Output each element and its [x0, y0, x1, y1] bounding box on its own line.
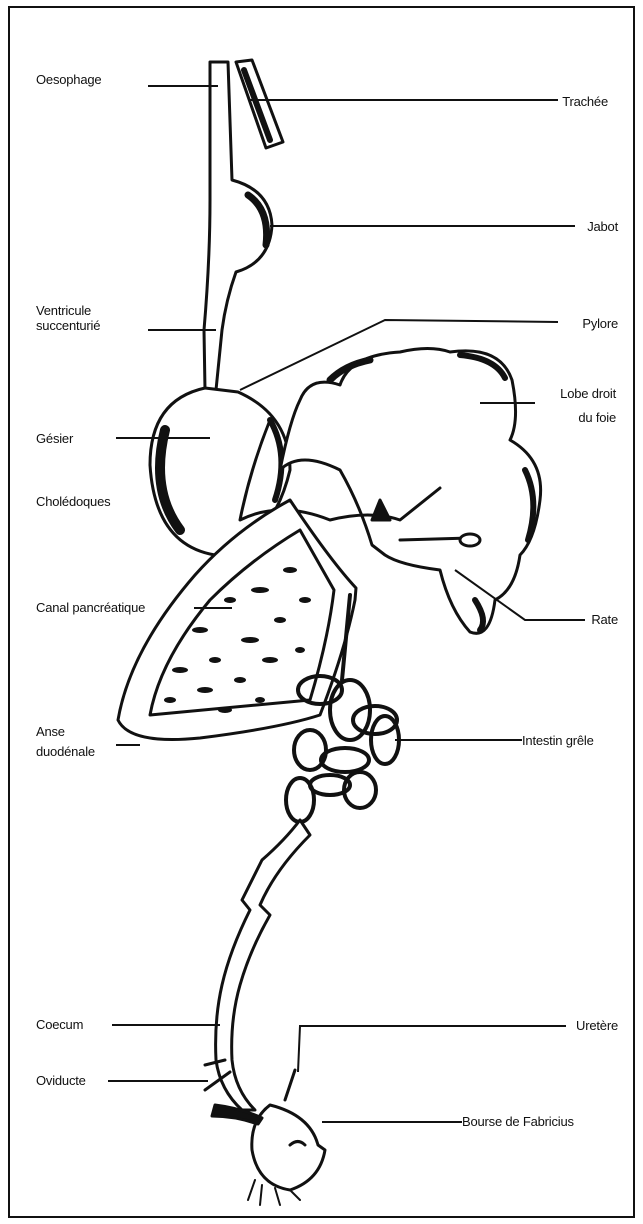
label-canal: Canal pancréatique [36, 600, 145, 615]
label-ventricule-2: succenturié [36, 318, 100, 333]
label-anse-1: Anse [36, 724, 65, 739]
label-choledoques: Cholédoques [36, 494, 110, 509]
label-bourse: Bourse de Fabricius [462, 1114, 574, 1129]
label-lobe-1: Lobe droit [520, 386, 616, 401]
label-rate: Rate [570, 612, 618, 627]
label-pylore: Pylore [548, 316, 618, 331]
large-intestine [216, 820, 310, 1110]
label-uretere: Uretère [540, 1018, 618, 1033]
label-anse-2: duodénale [36, 744, 95, 759]
label-oviducte: Oviducte [36, 1073, 86, 1088]
label-oesophage: Oesophage [36, 72, 101, 87]
label-gesier: Gésier [36, 431, 73, 446]
label-trachee: Trachée [548, 94, 608, 109]
label-lobe-2: du foie [520, 410, 616, 425]
label-ventricule-1: Ventricule [36, 303, 91, 318]
label-intestin: Intestin grêle [522, 733, 594, 748]
label-coecum: Coecum [36, 1017, 83, 1032]
label-jabot: Jabot [560, 219, 618, 234]
